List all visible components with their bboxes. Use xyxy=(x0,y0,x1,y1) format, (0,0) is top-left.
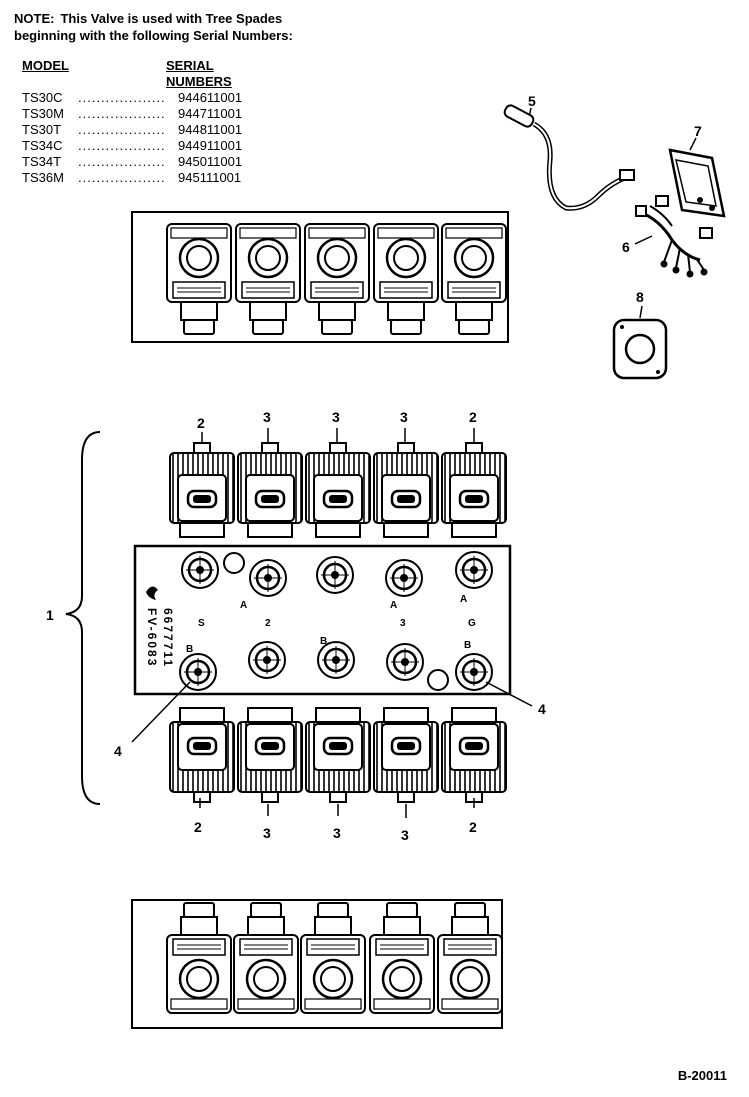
model-cell: TS34T xyxy=(22,154,62,169)
serial-cell: 945111001 xyxy=(178,170,242,185)
callout-3: 3 xyxy=(263,409,271,425)
section-label: 3 xyxy=(400,618,406,629)
note-line-1: This Valve is used with Tree Spades xyxy=(60,11,283,26)
header-serial: SERIAL NUMBERS xyxy=(166,58,232,89)
callout-3: 3 xyxy=(263,825,271,841)
model-cell: TS30T xyxy=(22,122,62,137)
port-b-label: B xyxy=(464,640,471,651)
port-b-label: B xyxy=(186,644,193,655)
note-block: NOTE: This Valve is used with Tree Spades… xyxy=(14,10,374,44)
callout-3: 3 xyxy=(332,409,340,425)
callout-7: 7 xyxy=(694,123,702,139)
figure-id: B-20011 xyxy=(677,1068,727,1083)
wire-harness-icon xyxy=(635,195,713,278)
table-row: TS30C................... 944611001 xyxy=(22,90,322,106)
logo-icon xyxy=(146,586,158,600)
model-cell: TS34C xyxy=(22,138,63,153)
port-a-label: A xyxy=(460,594,467,605)
gasket-icon xyxy=(612,318,668,380)
port-a-label: A xyxy=(390,600,397,611)
serial-number-table: MODEL SERIAL NUMBERS TS30C..............… xyxy=(22,58,322,186)
leader-dots: ................... xyxy=(78,170,166,185)
leader-dots: ................... xyxy=(78,90,166,105)
valve-top-view xyxy=(131,211,509,343)
header-model: MODEL xyxy=(22,58,69,73)
controller-module-icon xyxy=(668,148,726,218)
table-row: TS34C................... 944911001 xyxy=(22,138,322,154)
note-label: NOTE: xyxy=(14,11,55,26)
note-line-2: beginning with the following Serial Numb… xyxy=(14,28,293,43)
serial-table-header: MODEL SERIAL NUMBERS xyxy=(22,58,322,90)
port-a-label: A xyxy=(240,600,247,611)
serial-cell: 945011001 xyxy=(178,154,243,169)
valve-bottom-view xyxy=(131,899,504,1029)
section-label: S xyxy=(198,618,205,629)
block-part-number: 6677711 xyxy=(161,608,175,668)
callout-2: 2 xyxy=(469,819,477,835)
serial-cell: 944811001 xyxy=(178,122,243,137)
section-label: G xyxy=(468,618,476,629)
leader-dots: ................... xyxy=(78,154,166,169)
model-cell: TS36M xyxy=(22,170,64,185)
leader-dots: ................... xyxy=(78,122,166,137)
leader-dots: ................... xyxy=(78,138,166,153)
table-row: TS34T................... 945011001 xyxy=(22,154,322,170)
leader-dots: ................... xyxy=(78,106,166,121)
callout-4: 4 xyxy=(538,701,546,717)
sensor-cable-icon xyxy=(503,104,635,211)
model-cell: TS30M xyxy=(22,106,64,121)
callout-3: 3 xyxy=(333,825,341,841)
callout-4: 4 xyxy=(114,743,122,759)
table-row: TS36M................... 945111001 xyxy=(22,170,322,186)
table-row: TS30M................... 944711001 xyxy=(22,106,322,122)
callout-6: 6 xyxy=(622,239,630,255)
callout-2: 2 xyxy=(194,819,202,835)
callout-3: 3 xyxy=(401,827,409,843)
callout-5: 5 xyxy=(528,93,536,109)
serial-cell: 944611001 xyxy=(178,90,243,105)
callout-1: 1 xyxy=(46,607,54,623)
model-cell: TS30C xyxy=(22,90,63,105)
callout-3: 3 xyxy=(400,409,408,425)
callout-numbers: 1 2 3 3 3 2 2 3 3 3 2 4 4 5 7 6 8 xyxy=(46,93,702,843)
callout-2: 2 xyxy=(469,409,477,425)
callout-2: 2 xyxy=(197,415,205,431)
serial-cell: 944911001 xyxy=(178,138,243,153)
valve-front-view: 6677711 FV-6083 A A A B B B S 2 3 G xyxy=(133,441,512,804)
callout-8: 8 xyxy=(636,289,644,305)
section-label: 2 xyxy=(265,618,271,629)
serial-cell: 944711001 xyxy=(178,106,243,121)
table-row: TS30T................... 944811001 xyxy=(22,122,322,138)
block-model-code: FV-6083 xyxy=(145,608,159,667)
assembly-brace xyxy=(65,431,101,805)
leader-lines xyxy=(131,107,697,818)
port-b-label: B xyxy=(320,636,327,647)
